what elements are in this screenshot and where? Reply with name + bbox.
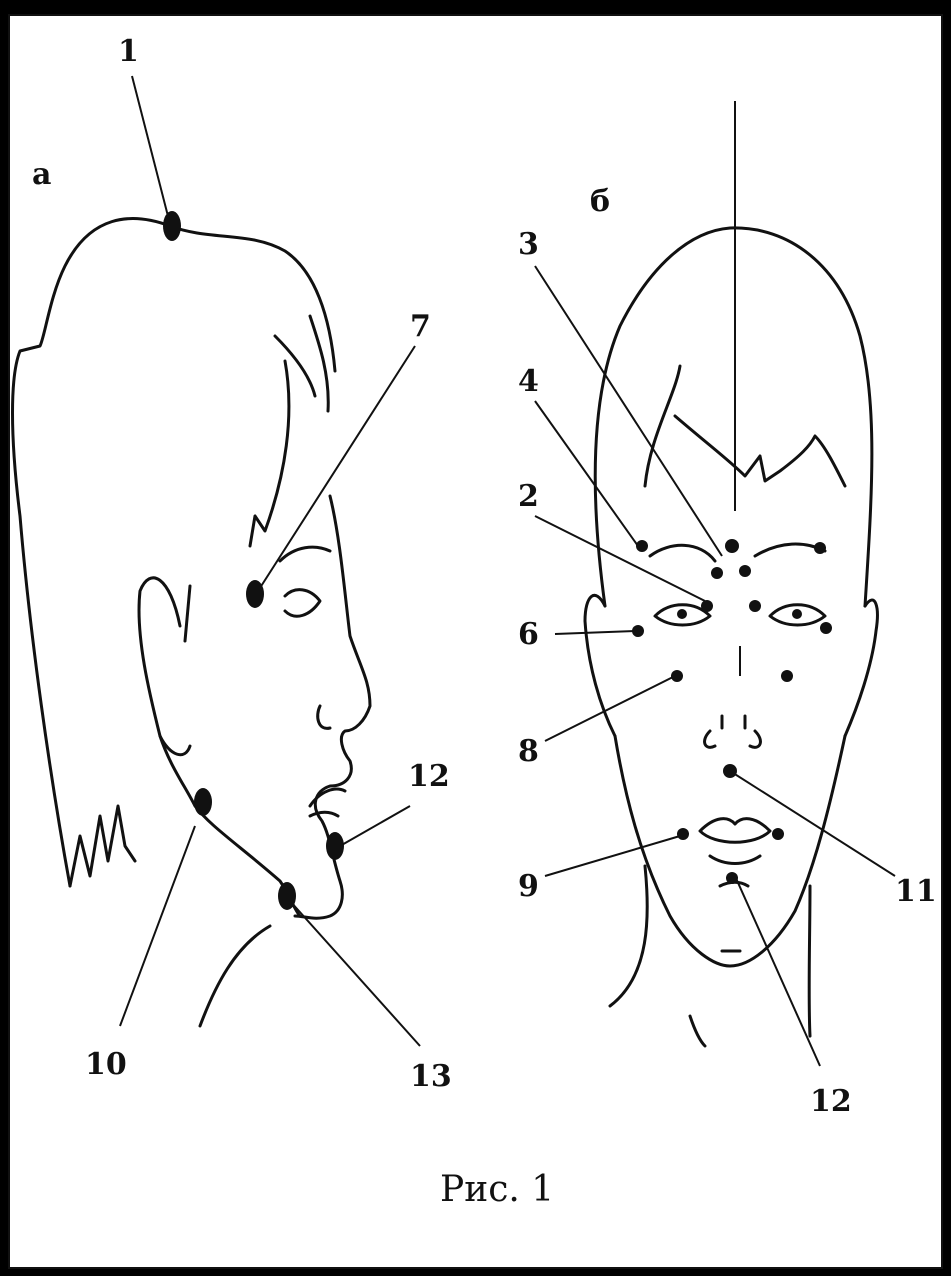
front-chin-mark bbox=[720, 882, 748, 951]
point-2 bbox=[711, 567, 723, 579]
point-13 bbox=[278, 882, 296, 910]
side-jaw bbox=[160, 736, 300, 916]
acupoint-diagram: а б 1 7 10 12 13 3 4 2 6 8 9 11 12 Рис. … bbox=[10, 16, 941, 1267]
front-neck-left bbox=[610, 866, 647, 1006]
front-nose bbox=[705, 716, 761, 747]
label-8: 8 bbox=[518, 734, 539, 769]
point-10 bbox=[194, 788, 212, 816]
label-6: 6 bbox=[518, 617, 539, 652]
label-12-front: 12 bbox=[810, 1084, 852, 1119]
point-1 bbox=[163, 211, 181, 241]
front-ear-right bbox=[845, 600, 877, 736]
point-3 bbox=[725, 539, 739, 553]
leader-8 bbox=[545, 676, 675, 741]
leader-lines bbox=[120, 76, 895, 1066]
front-face-figure bbox=[585, 101, 877, 1046]
side-eye bbox=[285, 590, 320, 617]
side-hairline-back bbox=[185, 586, 190, 641]
leader-13 bbox=[290, 901, 420, 1046]
label-9: 9 bbox=[518, 869, 539, 904]
figure-frame: а б 1 7 10 12 13 3 4 2 6 8 9 11 12 Рис. … bbox=[8, 14, 943, 1269]
label-11: 11 bbox=[895, 874, 937, 909]
leader-12a bbox=[340, 806, 410, 846]
leader-1 bbox=[132, 76, 170, 224]
side-bangs bbox=[250, 316, 328, 546]
front-neck-right bbox=[809, 886, 810, 1036]
side-neck-back bbox=[200, 926, 270, 1026]
point-2-right bbox=[739, 565, 751, 577]
front-hair-fringe bbox=[645, 366, 845, 486]
point-8-right bbox=[781, 670, 793, 682]
point-2-lower-right bbox=[749, 600, 761, 612]
point-4-right bbox=[814, 542, 826, 554]
label-12-side: 12 bbox=[408, 759, 450, 794]
front-eyebrow-left bbox=[650, 545, 715, 561]
front-pupil-left bbox=[677, 609, 687, 619]
acupoints bbox=[163, 211, 832, 910]
side-nostril bbox=[318, 706, 330, 728]
label-10: 10 bbox=[85, 1047, 127, 1082]
point-12-front bbox=[726, 872, 738, 884]
label-4: 4 bbox=[518, 364, 539, 399]
front-neck-mid bbox=[690, 1016, 705, 1046]
side-hair-strands bbox=[70, 806, 135, 886]
point-6-right bbox=[820, 622, 832, 634]
leader-9 bbox=[545, 836, 680, 876]
label-2: 2 bbox=[518, 479, 539, 514]
point-8 bbox=[671, 670, 683, 682]
figure-caption: Рис. 1 bbox=[440, 1169, 554, 1210]
front-ear-left bbox=[585, 595, 615, 736]
side-profile-figure bbox=[13, 219, 371, 1026]
leader-6 bbox=[555, 631, 635, 634]
labels: а б 1 7 10 12 13 3 4 2 6 8 9 11 12 Рис. … bbox=[32, 34, 937, 1210]
point-9 bbox=[677, 828, 689, 840]
side-eyebrow bbox=[280, 547, 330, 561]
point-12-side bbox=[326, 832, 344, 860]
point-11 bbox=[723, 764, 737, 778]
label-3: 3 bbox=[518, 227, 539, 262]
label-1: 1 bbox=[118, 34, 139, 69]
label-7: 7 bbox=[410, 309, 431, 344]
point-9-right bbox=[772, 828, 784, 840]
point-6 bbox=[632, 625, 644, 637]
leader-12b bbox=[735, 876, 820, 1066]
point-7 bbox=[246, 580, 264, 608]
label-13: 13 bbox=[410, 1059, 452, 1094]
front-pupil-right bbox=[792, 609, 802, 619]
side-hair-outline bbox=[13, 219, 171, 886]
point-2-lower bbox=[701, 600, 713, 612]
front-mouth bbox=[700, 819, 770, 864]
panel-letter-b: б bbox=[590, 184, 610, 219]
side-hair-top bbox=[170, 226, 335, 371]
side-ear bbox=[139, 578, 190, 755]
leader-2 bbox=[535, 516, 705, 601]
point-4 bbox=[636, 540, 648, 552]
panel-letter-a: а bbox=[32, 157, 51, 192]
